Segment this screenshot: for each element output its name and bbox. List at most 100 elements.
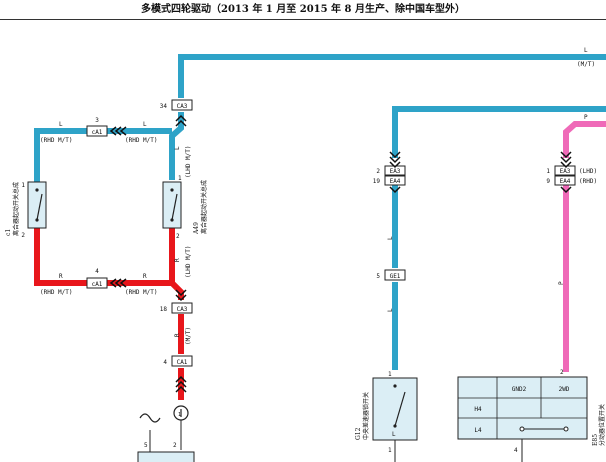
ca1-left-pin: 3: [95, 117, 99, 124]
page-title: 多模式四轮驱动（2013 年 1 月至 2015 年 8 月生产、除中国车型外）: [141, 4, 465, 15]
ea3-right-variant: (LHD): [579, 168, 597, 175]
lower-red-color: R: [174, 333, 181, 337]
clutch-left-color-b: L: [143, 121, 147, 128]
ea4-right-variant: (RHD): [579, 178, 597, 185]
bottom-left-label: 1: [178, 412, 181, 418]
ca3-top-pin: 34: [160, 103, 168, 110]
chevron-down-icon: [560, 186, 572, 194]
title-rule: [0, 19, 606, 20]
ge1-pin: 5: [376, 273, 380, 280]
g12-name: 中央差速器锁开关: [362, 392, 370, 440]
a49-switch: 1 2: [162, 175, 182, 240]
ea4-left-pin: 19: [373, 178, 381, 185]
ea3-left-pin: 2: [376, 168, 380, 175]
ea3-right-pin: 1: [546, 168, 550, 175]
a49-code: A49: [193, 222, 200, 235]
e85-row2: L4: [474, 427, 482, 434]
a49-pin-bottom: 2: [176, 233, 180, 240]
chevron-up-icon: [175, 375, 187, 393]
clutch-left-variant-a: (RHD M/T): [40, 137, 73, 144]
ea4-left-connector: [384, 175, 406, 186]
a49-blue-variant: (LHD M/T): [185, 145, 192, 178]
ca1-low-pin: 4: [163, 359, 167, 366]
top-wire-variant: (M/T): [577, 61, 595, 68]
pink-wire-color: P: [584, 114, 588, 121]
e85-col2: 2WD: [559, 386, 570, 393]
ea4-left-name: EA4: [390, 178, 401, 185]
clutch-bottom-variant-a: (RHD M/T): [40, 289, 73, 296]
lower-red-variant: (M/T): [185, 327, 192, 345]
top-wire-color: L: [584, 47, 588, 54]
g12-pin-in: L: [392, 431, 396, 438]
wire-labels: L (M/T) L (RHD M/T) L (RHD M/T) R (RHD M…: [40, 47, 595, 296]
clutch-bottom-color-a: R: [59, 273, 63, 280]
ca1-left-connector: [86, 125, 108, 137]
ca3-mid-pin: 18: [160, 306, 168, 313]
pink-wires: [563, 121, 606, 372]
c1-code: c1: [5, 229, 12, 236]
a49-red-color: R: [174, 258, 181, 262]
e85-pin-in: 2: [560, 369, 564, 376]
ea3-left-name: EA3: [390, 168, 401, 175]
ea4-right-connector: [554, 175, 576, 186]
ca1-bottom-connector: [86, 277, 108, 289]
pink-vert-color: P: [558, 281, 565, 285]
ca1-low-connector: [171, 355, 193, 367]
ca1-left-name: cA1: [92, 129, 103, 136]
ca3-top-name: CA3: [177, 103, 188, 110]
chevron-up-icon: [175, 114, 187, 127]
a49-red-variant: (LHD M/T): [185, 245, 192, 278]
e85-pin-bottom: 4: [514, 447, 518, 454]
top-blue-wire: [178, 54, 606, 98]
pink-wire-top: [563, 121, 606, 158]
clutch-bottom-variant-b: (RHD M/T): [125, 289, 158, 296]
bottom-left-pin-b: 2: [173, 442, 177, 449]
clutch-bottom-color-b: R: [143, 273, 147, 280]
ca3-mid-connector: [171, 302, 193, 314]
e85-code: E85: [592, 434, 599, 446]
c1-name: 离合器起动开关总成: [12, 182, 20, 236]
mid-blue-color-2: L: [387, 308, 394, 312]
connectors: CA3 34 cA1 3 cA1 4 CA3 18 CA1 4 EA3 2 EA…: [86, 99, 597, 367]
a49-blue-color: L: [174, 146, 181, 150]
ea4-right-name: EA4: [560, 178, 571, 185]
blue-wires: [34, 54, 606, 370]
g12-switch: 1 1 L: [372, 371, 418, 462]
chevron-left-icon: [109, 278, 127, 288]
ge1-connector: [384, 269, 406, 281]
ea4-right-pin: 9: [546, 178, 550, 185]
g12-code: G12: [355, 427, 362, 440]
ca1-bottom-pin: 4: [95, 268, 99, 275]
e85-switch-table: GND2 2WD H4 L4 2 4: [457, 369, 588, 462]
a49-pin-top: 1: [178, 175, 182, 182]
ca3-top-connector: [171, 99, 193, 111]
bottom-left-component: 5 2 1: [137, 405, 195, 462]
clutch-left-red-wire: [34, 228, 172, 286]
mid-blue-color: L: [387, 236, 394, 240]
bottom-left-pin-a: 5: [144, 442, 148, 449]
g12-pin-bottom: 1: [388, 447, 392, 454]
e85-name: 分动器位置开关: [598, 404, 606, 446]
ca1-low-name: CA1: [177, 359, 188, 366]
chevron-down-icon: [175, 289, 187, 302]
ca1-bottom-name: cA1: [92, 281, 103, 288]
a49-name: 离合器起动开关总成: [200, 180, 208, 234]
chevron-down-icon: [389, 186, 401, 194]
c1-pin-bottom: 2: [21, 232, 25, 239]
e85-col1: GND2: [512, 386, 527, 393]
vertical-labels: L (LHD M/T) R (LHD M/T) R (M/T) L L P c1…: [5, 145, 606, 446]
g12-pin-top: 1: [388, 371, 392, 378]
mid-blue-wire: [392, 106, 606, 158]
clutch-left-color-a: L: [59, 121, 63, 128]
chevron-left-icon: [109, 126, 127, 136]
chevron-arrows: [109, 114, 572, 393]
clutch-left-blue-wire: [34, 128, 172, 182]
ea3-right-name: EA3: [560, 168, 571, 175]
chevron-down-icon: [560, 151, 572, 169]
chevron-down-icon: [389, 151, 401, 169]
c1-pin-top: 1: [21, 182, 25, 189]
ge1-name: GE1: [390, 273, 401, 280]
e85-row1: H4: [474, 406, 482, 413]
ca3-mid-name: CA3: [177, 306, 188, 313]
c1-switch: 1 2: [21, 181, 47, 239]
